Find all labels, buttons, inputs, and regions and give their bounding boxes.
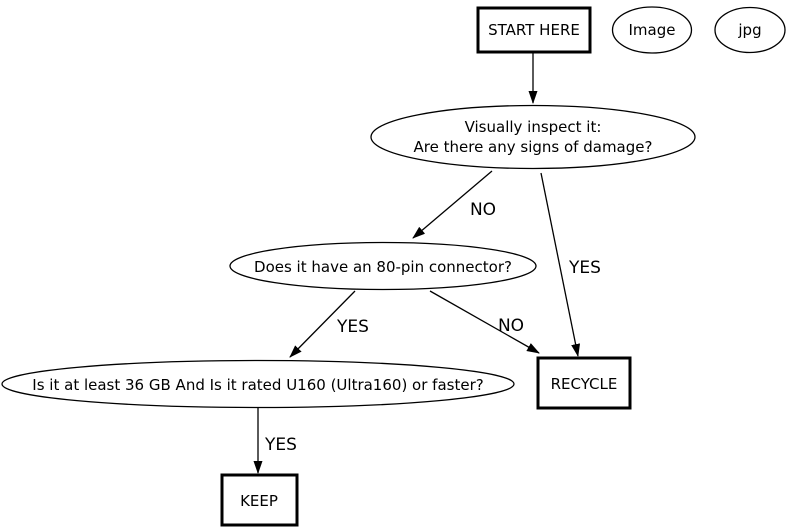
node-image: Image [611,6,693,54]
jpg-label: jpg [737,21,761,39]
inspect-ellipse [370,104,696,170]
edge-connector-to-recycle [429,290,540,354]
start-label: START HERE [488,21,580,39]
edge-label-yes-inspect: YES [568,258,601,278]
edge-label-yes-capacity: YES [264,435,297,455]
connector-label: Does it have an 80-pin connector? [254,258,512,276]
edge-label-no-inspect: NO [470,200,496,220]
keep-box [220,473,299,527]
node-inspect: Visually inspect it: Are there any signs… [370,104,696,170]
inspect-label-line2: Are there any signs of damage? [414,138,653,156]
node-keep: KEEP [220,473,299,527]
node-capacity: Is it at least 36 GB And Is it rated U16… [1,359,515,409]
image-label: Image [629,21,676,39]
image-ellipse [611,6,693,54]
start-box [476,6,592,54]
capacity-label: Is it at least 36 GB And Is it rated U16… [32,376,483,394]
keep-label: KEEP [240,492,278,510]
connector-ellipse [229,241,537,291]
edge-inspect-to-recycle [540,172,581,357]
node-jpg: jpg [714,6,786,54]
edge-connector-to-capacity [289,290,356,358]
recycle-label: RECYCLE [551,375,618,393]
edge-label-yes-connector: YES [336,317,369,337]
node-connector: Does it have an 80-pin connector? [229,241,537,291]
edge-inspect-to-connector [412,170,493,239]
inspect-label-line1: Visually inspect it: [465,118,602,136]
node-start: START HERE [476,6,592,54]
recycle-box [536,356,632,410]
edge-label-no-connector: NO [498,316,524,336]
capacity-ellipse [1,359,515,409]
node-recycle: RECYCLE [536,356,632,410]
jpg-ellipse [714,6,786,54]
